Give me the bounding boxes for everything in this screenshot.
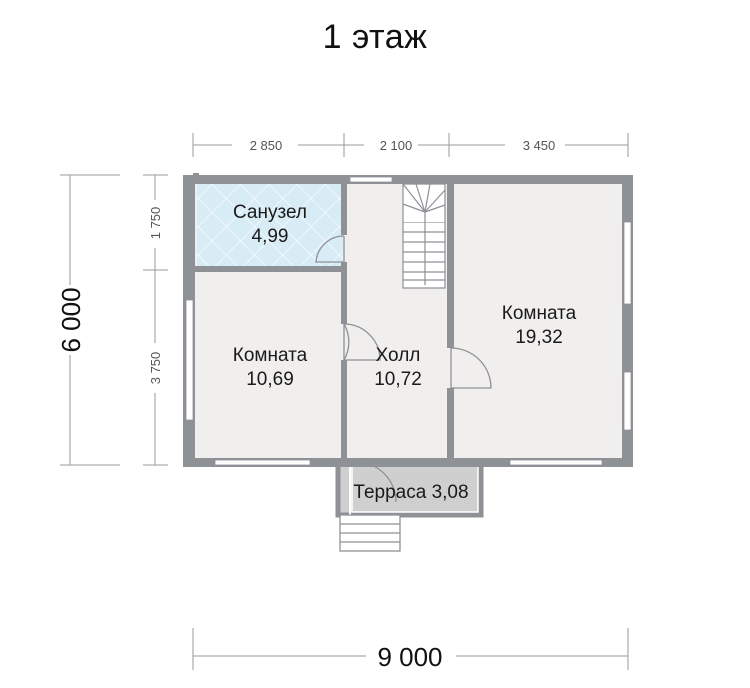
bathroom-area: 4,99 — [252, 226, 289, 247]
bathroom-tile-floor — [197, 183, 343, 266]
room-right-name: Комната — [502, 303, 577, 324]
terrace-label: Терраса 3,08 — [353, 482, 468, 503]
dim-top-2: 2 100 — [380, 138, 413, 153]
terrace-steps — [339, 514, 401, 552]
dim-left-total: 6 000 — [56, 287, 86, 352]
dim-bottom-total: 9 000 — [377, 642, 442, 672]
room-right-area: 19,32 — [515, 327, 563, 348]
page-title: 1 этаж — [322, 18, 428, 56]
room-left-name: Комната — [233, 345, 308, 366]
dim-top-3: 3 450 — [523, 138, 556, 153]
dim-left-part-2: 3 750 — [148, 352, 163, 385]
dim-left-part-1: 1 750 — [148, 207, 163, 240]
windows — [185, 176, 632, 466]
terrace-floor — [338, 462, 481, 515]
terrace-outline — [335, 462, 484, 518]
bathroom-name: Санузел — [233, 202, 307, 223]
room-left-area: 10,69 — [246, 369, 294, 390]
doors — [315, 235, 492, 503]
staircase — [402, 183, 446, 289]
hall-area: 10,72 — [374, 369, 422, 390]
hall-name: Холл — [376, 345, 421, 366]
interior-walls — [195, 175, 454, 460]
dim-top-1: 2 850 — [250, 138, 283, 153]
